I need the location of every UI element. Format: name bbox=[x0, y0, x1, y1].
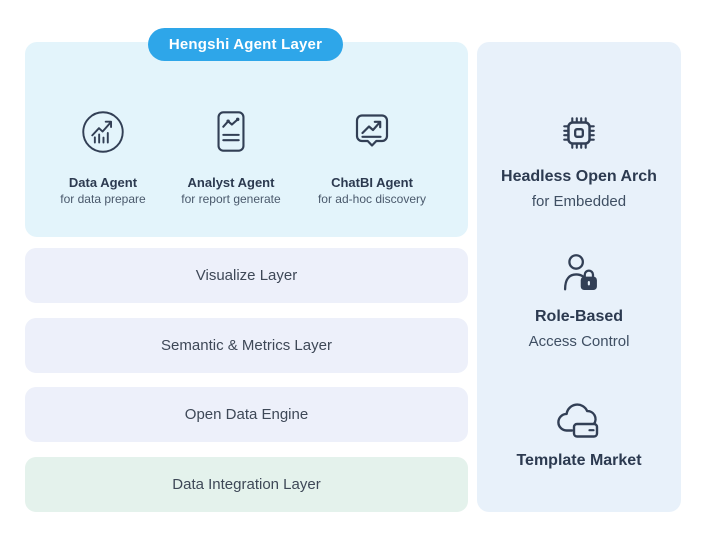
agent-layer-badge: Hengshi Agent Layer bbox=[148, 28, 343, 61]
bar-chart-circle-icon bbox=[80, 106, 126, 158]
agent-title: Analyst Agent bbox=[187, 175, 275, 190]
agent-title: ChatBI Agent bbox=[331, 175, 413, 190]
agent-card-analyst-agent: Analyst Agent for report generate bbox=[166, 106, 296, 207]
layer-label: Open Data Engine bbox=[184, 406, 309, 423]
agent-panel: Data Agent for data prepare Analyst Agen… bbox=[25, 42, 468, 237]
feature-title: Role-Based bbox=[534, 308, 624, 325]
agent-card-data-agent: Data Agent for data prepare bbox=[38, 106, 168, 207]
feature-subtitle: Access Control bbox=[528, 333, 630, 350]
agent-card-chatbi-agent: ChatBI Agent for ad-hoc discovery bbox=[307, 106, 437, 207]
agent-subtitle: for ad-hoc discovery bbox=[317, 192, 427, 206]
agent-subtitle: for data prepare bbox=[60, 192, 146, 206]
feature-subtitle: for Embedded bbox=[531, 193, 627, 210]
side-panel: Headless Open Arch for Embedded Role-Bas… bbox=[477, 42, 681, 512]
layer-bar-open-data-engine: Open Data Engine bbox=[25, 387, 468, 442]
layer-label: Semantic & Metrics Layer bbox=[161, 337, 332, 354]
layer-bar-data-integration: Data Integration Layer bbox=[25, 457, 468, 512]
layer-label: Visualize Layer bbox=[195, 267, 298, 284]
cloud-storage-icon bbox=[553, 398, 605, 440]
user-lock-icon bbox=[556, 250, 602, 296]
report-document-icon bbox=[208, 106, 254, 158]
feature-title: Template Market bbox=[516, 452, 642, 469]
layer-label: Data Integration Layer bbox=[172, 476, 321, 493]
feature-role-based-access: Role-Based Access Control bbox=[477, 250, 681, 354]
feature-title: Headless Open Arch bbox=[501, 168, 657, 185]
feature-headless-open-arch: Headless Open Arch for Embedded bbox=[477, 110, 681, 214]
agent-subtitle: for report generate bbox=[181, 192, 281, 206]
layer-bar-semantic-metrics: Semantic & Metrics Layer bbox=[25, 318, 468, 373]
chat-chart-bubble-icon bbox=[348, 106, 396, 158]
layer-bar-visualize: Visualize Layer bbox=[25, 248, 468, 303]
agent-layer-badge-label: Hengshi Agent Layer bbox=[168, 36, 323, 53]
feature-template-market: Template Market bbox=[477, 398, 681, 473]
cpu-chip-icon bbox=[556, 110, 602, 156]
agent-title: Data Agent bbox=[68, 175, 138, 190]
